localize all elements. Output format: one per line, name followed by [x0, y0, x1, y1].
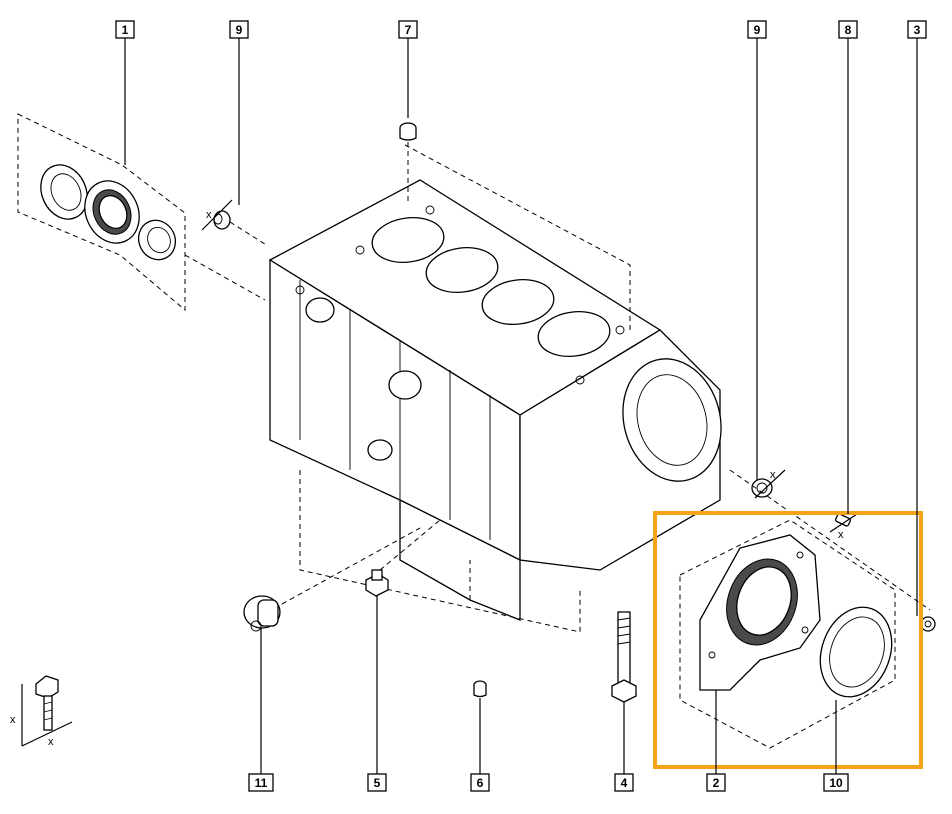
fitting-3 [920, 616, 936, 632]
dowel-front [201, 199, 269, 247]
dowel-top [399, 122, 417, 205]
callout-8: 8 [838, 20, 858, 39]
svg-text:10: 10 [829, 776, 843, 790]
svg-text:9: 9 [236, 23, 243, 37]
svg-text:6: 6 [477, 776, 484, 790]
callout-7: 7 [398, 20, 418, 39]
svg-text:2: 2 [713, 776, 720, 790]
callout-6: 6 [470, 773, 490, 792]
callout-2: 2 [706, 773, 726, 792]
dowel-rear [729, 469, 931, 611]
svg-text:1: 1 [122, 23, 129, 37]
torque-mark-9b: x [770, 469, 776, 481]
svg-text:4: 4 [621, 776, 628, 790]
callout-11: 11 [248, 773, 274, 792]
callout-9: 9 [229, 20, 249, 39]
svg-text:11: 11 [255, 776, 268, 790]
svg-text:8: 8 [845, 23, 852, 37]
dowel-bottom [473, 680, 487, 698]
main-bearing-bolt [611, 611, 637, 703]
pin-8 [829, 511, 861, 533]
torque-mark-8: x [838, 529, 844, 541]
svg-text:9: 9 [754, 23, 761, 37]
callout-9-rear: 9 [747, 20, 767, 39]
tightening-legend: x x [10, 675, 73, 748]
legend-axis-x2: x [48, 736, 54, 748]
callout-1: 1 [115, 20, 135, 39]
plug-11 [243, 527, 421, 632]
svg-text:5: 5 [374, 776, 381, 790]
rear-seal-highlight [653, 511, 923, 769]
cylinder-block [268, 144, 722, 633]
legend-axis-x: x [10, 714, 16, 726]
svg-text:7: 7 [405, 23, 412, 37]
torque-mark-9: x [206, 209, 212, 221]
callout-leaders [124, 37, 918, 775]
callout-3: 3 [907, 20, 927, 39]
callout-5: 5 [367, 773, 387, 792]
svg-text:3: 3 [914, 23, 921, 37]
front-seal-group [17, 113, 266, 312]
callout-10: 10 [823, 773, 849, 792]
callout-4: 4 [614, 773, 634, 792]
bolt-5 [365, 519, 441, 597]
